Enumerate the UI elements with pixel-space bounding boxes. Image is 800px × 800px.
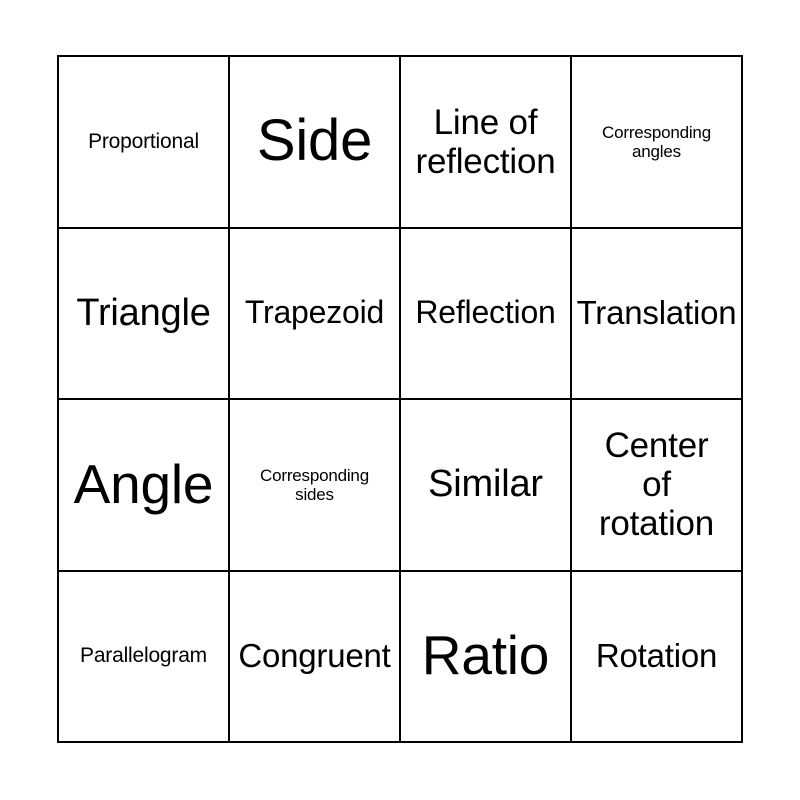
bingo-cell-label: Side	[256, 108, 373, 174]
bingo-cell-label: Angle	[73, 452, 214, 515]
bingo-cell-label: Parallelogram	[80, 644, 207, 668]
bingo-cell-label: Corresponding sides	[260, 465, 369, 504]
bingo-cell-r1c1[interactable]: Proportional	[59, 57, 230, 229]
bingo-cell-r1c3[interactable]: Line of reflection	[401, 57, 572, 229]
bingo-cell-label: Line of reflection	[415, 102, 556, 181]
bingo-cell-r3c3[interactable]: Similar	[401, 400, 572, 572]
bingo-cell-label: Ratio	[421, 624, 550, 687]
bingo-cell-label: Trapezoid	[244, 294, 385, 331]
bingo-cell-r1c2[interactable]: Side	[230, 57, 401, 229]
bingo-cell-r3c2[interactable]: Corresponding sides	[230, 400, 401, 572]
bingo-cell-label: Similar	[428, 463, 543, 506]
bingo-cell-label: Reflection	[415, 294, 556, 331]
bingo-cell-label: Rotation	[595, 636, 718, 674]
bingo-cell-r4c1[interactable]: Parallelogram	[59, 571, 230, 743]
bingo-cell-label: Translation	[576, 293, 737, 331]
bingo-cell-label: Center of rotation	[598, 425, 715, 544]
bingo-cell-label: Corresponding angles	[602, 122, 711, 161]
bingo-grid: Proportional Side Line of reflection Cor…	[57, 55, 743, 743]
bingo-cell-r2c4[interactable]: Translation	[572, 228, 743, 400]
bingo-cell-r4c3[interactable]: Ratio	[401, 571, 572, 743]
bingo-cell-r3c1[interactable]: Angle	[59, 400, 230, 572]
bingo-cell-r1c4[interactable]: Corresponding angles	[572, 57, 743, 229]
bingo-cell-r4c2[interactable]: Congruent	[230, 571, 401, 743]
bingo-cell-r2c3[interactable]: Reflection	[401, 228, 572, 400]
bingo-cell-label: Congruent	[238, 636, 391, 674]
bingo-cell-r2c2[interactable]: Trapezoid	[230, 228, 401, 400]
bingo-cell-r3c4[interactable]: Center of rotation	[572, 400, 743, 572]
bingo-cell-r4c4[interactable]: Rotation	[572, 571, 743, 743]
bingo-cell-r2c1[interactable]: Triangle	[59, 228, 230, 400]
bingo-cell-label: Triangle	[76, 291, 211, 334]
bingo-cell-label: Proportional	[88, 129, 199, 153]
